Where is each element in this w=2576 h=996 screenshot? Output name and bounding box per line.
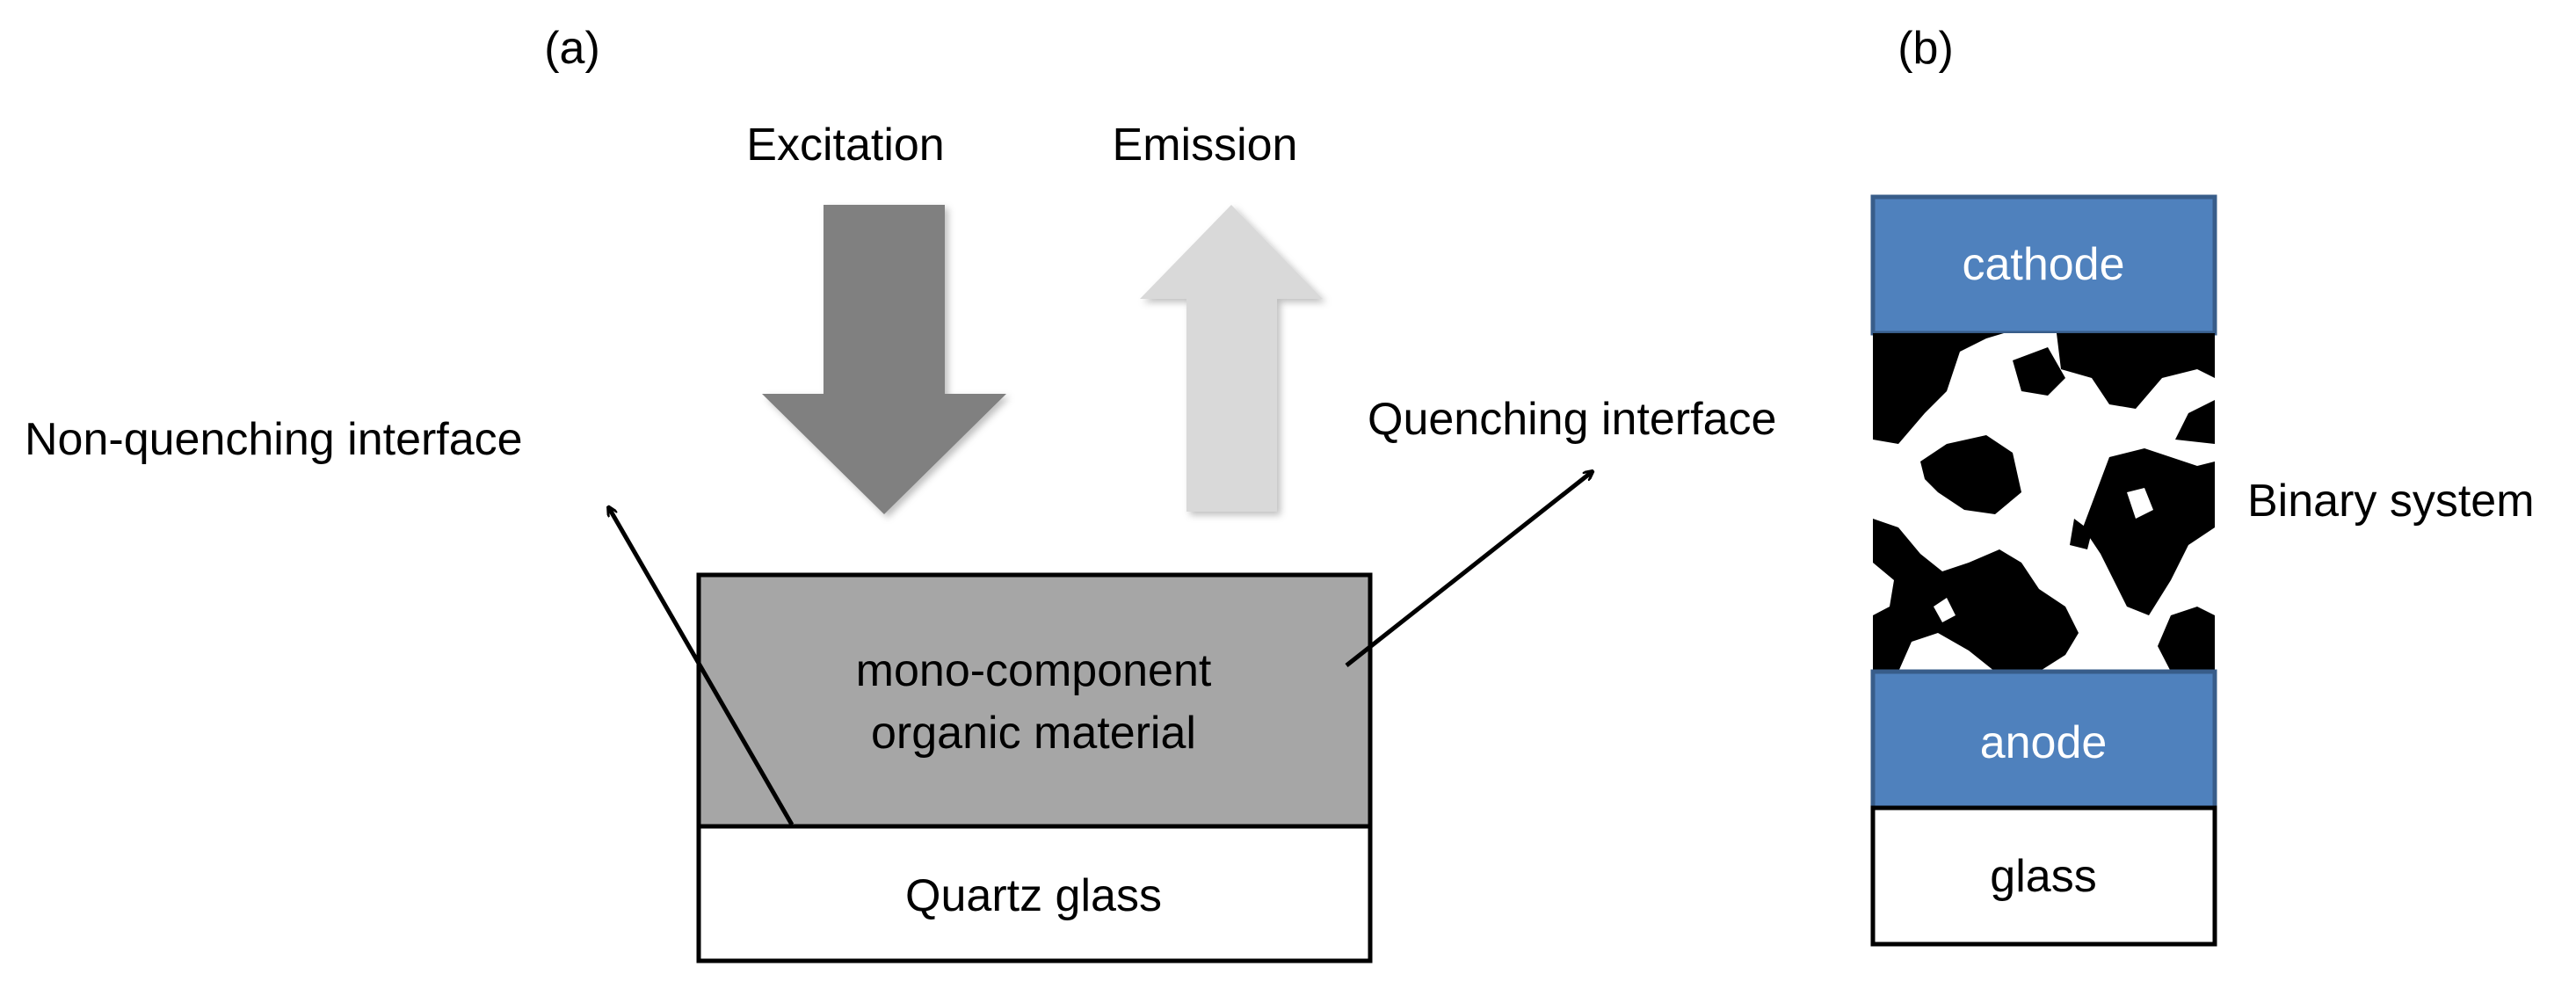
panel-b-label: (b) — [1898, 23, 1954, 74]
glass-label: glass — [1990, 851, 2096, 902]
cathode-layer — [1870, 194, 2217, 336]
excitation-arrow — [762, 205, 1006, 514]
anode-layer — [1870, 669, 2217, 811]
organic-material-layer — [696, 572, 1373, 829]
quenching-interface-label: Quenching interface — [1368, 394, 1776, 445]
organic-material-label-line2: organic material — [871, 708, 1196, 759]
binary-system-label: Binary system — [2247, 476, 2535, 527]
panel-a-label: (a) — [544, 23, 600, 74]
emission-label: Emission — [1113, 120, 1298, 171]
binary-system-morphology — [1873, 333, 2215, 672]
emission-arrow — [1140, 205, 1323, 512]
anode-label: anode — [1980, 717, 2108, 768]
quenching-pointer-arrow — [1345, 472, 1592, 667]
quartz-glass-label: Quartz glass — [905, 870, 1162, 921]
non-quenching-interface-label: Non-quenching interface — [25, 414, 523, 465]
non-quenching-pointer-arrow — [609, 508, 795, 826]
glass-substrate — [1870, 805, 2217, 947]
cathode-label: cathode — [1962, 239, 2124, 290]
organic-material-label-line1: mono-component — [856, 645, 1212, 696]
excitation-label: Excitation — [746, 120, 944, 171]
quartz-glass-substrate — [696, 824, 1373, 963]
